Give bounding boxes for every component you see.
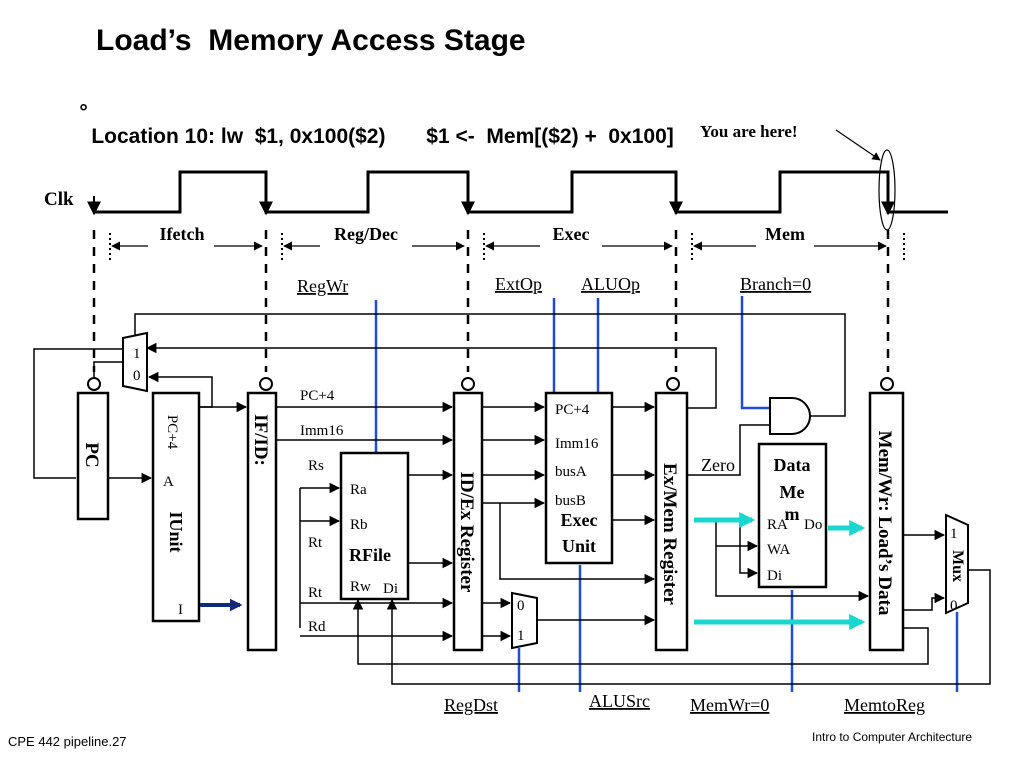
regdst-mux [511,591,538,650]
footer-course: Intro to Computer Architecture [812,730,973,744]
dmem-name-3: m [785,504,800,524]
iunit-pc4-label: PC+4 [164,415,180,450]
control-aluop: ALUOp [581,274,640,294]
pc-mux-input-0: 0 [133,368,141,384]
rt-label-1: Rt [308,535,323,551]
zero-label: Zero [701,455,735,475]
iunit-a-label: A [163,474,174,490]
regdst-mux-input-1: 1 [517,628,525,644]
exec-unit-box [544,391,614,565]
exmem-label: Ex/Mem Register [659,463,680,605]
rfile-name: RFile [349,545,391,565]
rfile-box [339,451,410,601]
control-regwr: RegWr [297,276,348,296]
stage-exec: Exec [553,224,590,244]
dmem-di: Di [767,568,782,584]
memwr-register [868,391,905,652]
you-are-here-arrow [835,129,881,161]
idex-label: ID/Ex Register [456,472,477,593]
stage-label-bg [320,226,412,248]
rfile-rb: Rb [350,517,368,533]
dmem-wa: WA [767,542,790,558]
stage-label-bg [148,226,214,248]
wb-mux-input-1: 1 [950,526,958,542]
control-branch: Branch=0 [740,274,811,294]
data-memory-box [757,442,828,589]
imm16-bus-label: Imm16 [300,423,344,439]
ifid-register [246,391,278,652]
branch-and-gate [769,397,811,435]
bullet-mark: ° [79,101,88,124]
stage-boundaries [92,230,890,372]
dmem-ra: RA [767,517,788,533]
exec-imm16: Imm16 [555,436,599,452]
exmem-register [654,391,689,652]
rs-label: Rs [308,458,324,474]
exec-name-2: Unit [562,536,596,556]
register-clock-inputs [87,377,894,391]
stage-regdec: Reg/Dec [334,224,398,244]
stage-ifetch: Ifetch [160,224,205,244]
pc-mux-input-1: 1 [133,346,141,362]
wb-mux-input-0: 0 [950,598,958,614]
slide-title: Load’s Memory Access Stage [96,24,526,57]
rt-label-2: Rt [308,585,323,601]
control-alusrc: ALUSrc [589,691,650,711]
exec-busb: busB [555,493,586,509]
control-memwr: MemWr=0 [690,695,769,715]
regdst-mux-input-0: 0 [517,598,525,614]
stage-label-bg [756,226,814,248]
exec-name-1: Exec [561,510,598,530]
footer-slide-number: CPE 442 pipeline.27 [8,734,127,749]
wb-mux-label: Mux [949,550,966,582]
datapath-wires [33,313,991,685]
control-regdst: RegDst [444,695,498,715]
instruction-line: ° Location 10: lw $1, 0x100($2) $1 <- Me… [56,77,674,173]
stage-label-bg [540,226,602,248]
rfile-ra: Ra [350,482,367,498]
control-extop: ExtOp [495,274,542,294]
clock-waveform [87,170,948,216]
clock-label: Clk [44,189,74,210]
pc4-bus-label: PC+4 [300,388,335,404]
pc-source-mux [122,331,148,393]
exec-pc4: PC+4 [555,402,590,418]
ifid-label: IF/ID: [250,414,271,466]
pc-label: PC [81,442,102,467]
iunit-box [151,391,201,623]
instruction-text: Location 10: lw $1, 0x100($2) $1 <- Mem[… [91,125,674,148]
idex-register [452,391,484,652]
dmem-do: Do [804,517,822,533]
stage-mem: Mem [765,224,805,244]
pc-register [76,391,110,521]
rfile-di: Di [383,581,398,597]
dmem-name-2: Me [780,482,805,502]
memwr-label: Mem/Wr: Load’s Data [874,431,895,616]
rd-label: Rd [308,619,326,635]
memtoreg-mux [945,513,969,615]
you-are-here-label: You are here! [700,122,798,141]
rfile-rw: Rw [350,579,371,595]
control-memtoreg: MemtoReg [844,695,925,715]
exec-busa: busA [555,464,587,480]
iunit-name: IUnit [166,511,186,552]
iunit-i-label: I [178,602,183,618]
dmem-name-1: Data [774,455,811,475]
